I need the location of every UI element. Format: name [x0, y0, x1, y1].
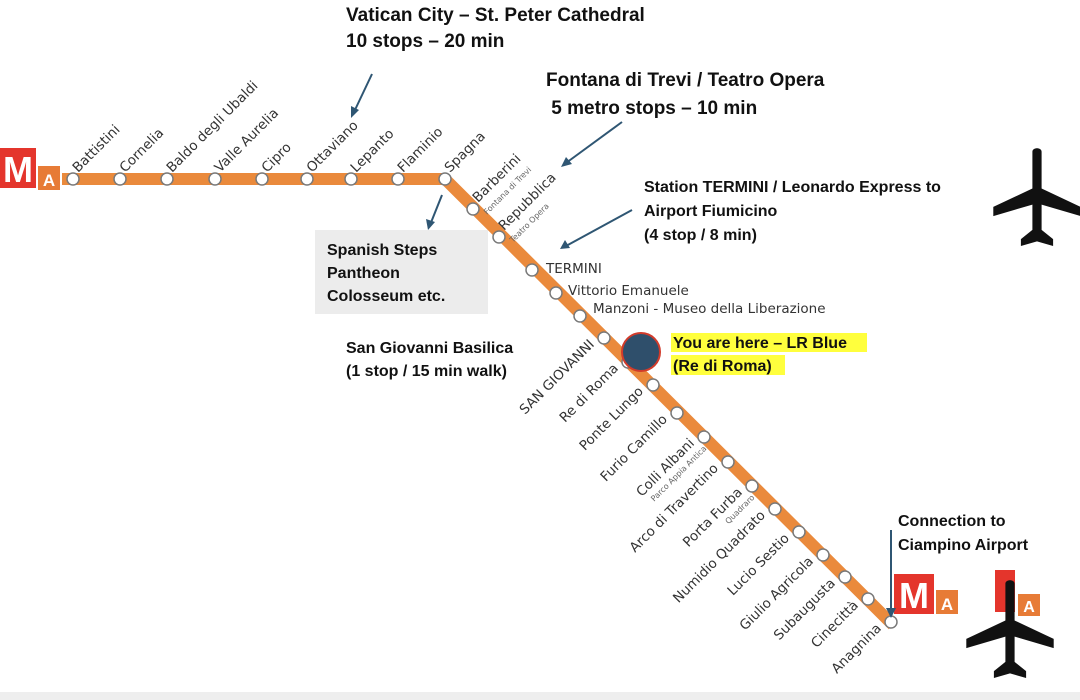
termini-note-line2: Airport Fiumicino: [644, 203, 778, 220]
airplane-icon: [993, 148, 1080, 246]
station-marker: [792, 525, 806, 539]
spanish-steps-note-box: [315, 230, 488, 314]
station-marker: [300, 172, 314, 186]
bottom-strip: [0, 692, 1080, 700]
metro-logo-m-icon: [0, 148, 36, 188]
termini-note-line3: (4 stop / 8 min): [644, 227, 757, 244]
station-label: Manzoni - Museo della Liberazione: [593, 301, 826, 317]
station-marker: [670, 406, 684, 420]
ciampino-note-line2: Ciampino Airport: [898, 537, 1029, 554]
metro-logo-a-icon: [1018, 594, 1040, 616]
here-note-line1: You are here – LR Blue: [673, 335, 847, 352]
vatican-note-line1: Vatican City – St. Peter Cathedral: [346, 5, 645, 26]
metro-logo-m-icon: [894, 574, 934, 614]
station-marker: [816, 548, 830, 562]
metro-logo-a-icon: [38, 166, 60, 190]
sangiovanni-note-line2: (1 stop / 15 min walk): [346, 363, 507, 380]
station-label: Cornelia: [117, 125, 168, 176]
station-label: TERMINI: [545, 261, 602, 277]
trevi-note-line2: 5 metro stops – 10 min: [546, 98, 757, 119]
station-marker: [697, 430, 711, 444]
trevi-note-line1: Fontana di Trevi / Teatro Opera: [546, 70, 825, 91]
station-termini: TERMINI: [525, 261, 602, 277]
station-marker: [438, 172, 452, 186]
station-marker: [160, 172, 174, 186]
metro-logo-far-right: A: [995, 570, 1040, 616]
station-marker: [573, 309, 587, 323]
airplane-icon: [966, 580, 1054, 678]
station-marker: [745, 479, 759, 493]
spanish-note-line2: Pantheon: [327, 265, 400, 282]
you-are-here-marker: [621, 332, 661, 372]
sangiovanni-note-line1: San Giovanni Basilica: [346, 340, 513, 357]
station-marker: [768, 502, 782, 516]
vatican-note-line2: 10 stops – 20 min: [346, 31, 504, 52]
station-marker: [721, 455, 735, 469]
station-marker: [597, 331, 611, 345]
spanish-note-line3: Colosseum etc.: [327, 288, 445, 305]
station-marker: [838, 570, 852, 584]
termini-note-line1: Station TERMINI / Leonardo Express to: [644, 179, 941, 196]
station-label: Flaminio: [395, 124, 447, 176]
station-spagna: Spagna: [438, 129, 489, 186]
station-marker: [646, 378, 660, 392]
station-manzoni-museo-della-liberazione: Manzoni - Museo della Liberazione: [573, 301, 826, 323]
metro-logo-m: M: [3, 149, 33, 190]
station-marker: [391, 172, 405, 186]
highlight-line-2: [671, 355, 785, 375]
station-marker: [549, 286, 563, 300]
station-marker: [66, 172, 80, 186]
here-note-line2: (Re di Roma): [673, 358, 772, 375]
station-marker: [255, 172, 269, 186]
station-marker: [525, 263, 539, 277]
station-marker: [492, 230, 506, 244]
metro-logo-bottom: M A: [894, 574, 958, 616]
station-marker: [861, 592, 875, 606]
station-label: Battistini: [70, 122, 124, 176]
station-vittorio-emanuele: Vittorio Emanuele: [549, 283, 689, 300]
station-label: Cipro: [259, 140, 295, 176]
metro-logo-a: A: [43, 171, 55, 190]
metro-logo-a: A: [941, 595, 953, 614]
metro-logo-m: M: [899, 575, 929, 616]
metro-logo-a: A: [1023, 599, 1035, 616]
station-marker: [466, 202, 480, 216]
annotation-arrows: [351, 73, 896, 618]
station-marker: [113, 172, 127, 186]
ciampino-note-line1: Connection to: [898, 513, 1006, 530]
station-label: Baldo degli Ubaldi: [164, 78, 262, 176]
spanish-note-line1: Spanish Steps: [327, 242, 437, 259]
station-label: Spagna: [442, 129, 489, 176]
highlight-line-1: [671, 333, 867, 352]
station-marker: [208, 172, 222, 186]
metro-logo-a-icon: [936, 590, 958, 614]
station-label: Vittorio Emanuele: [568, 283, 689, 299]
metro-logo-left: M A: [0, 148, 60, 190]
station-marker: [344, 172, 358, 186]
